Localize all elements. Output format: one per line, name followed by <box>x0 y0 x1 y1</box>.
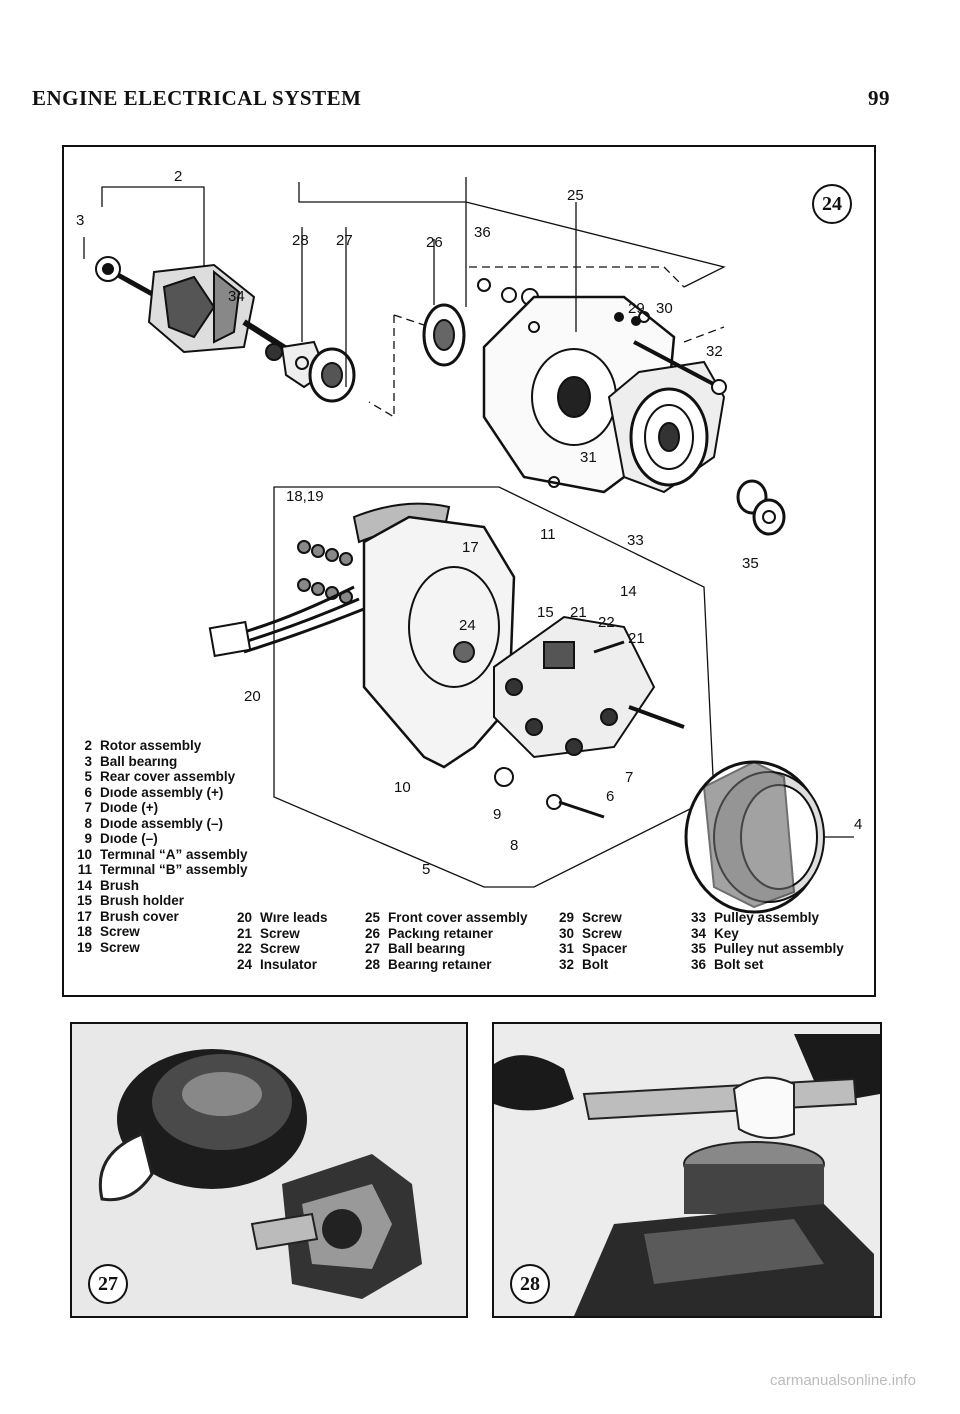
exploded-diagram-figure: 24 2 3 28 27 26 36 25 34 29 30 32 31 18,… <box>62 145 876 997</box>
callout-label: 3 <box>76 212 85 229</box>
photo-rotor-removal: 27 <box>70 1022 468 1318</box>
page-number: 99 <box>868 86 890 110</box>
callout-label: 2 <box>174 168 183 185</box>
alternator-exploded-view <box>83 177 854 914</box>
callout-label: 22 <box>598 614 615 631</box>
callout-label: 31 <box>580 449 597 466</box>
callout-label: 36 <box>474 224 491 241</box>
figure-number-badge: 24 <box>812 184 852 224</box>
callout-label: 14 <box>620 583 637 600</box>
photo-pulley-removal: 28 <box>492 1022 882 1318</box>
callout-label: 32 <box>706 343 723 360</box>
stator-drawing <box>684 760 825 914</box>
callout-label: 6 <box>606 788 615 805</box>
section-title: ENGINE ELECTRICAL SYSTEM <box>32 86 362 110</box>
callout-label: 28 <box>292 232 309 249</box>
photo-number-badge: 28 <box>510 1264 550 1304</box>
callout-label: 4 <box>854 816 863 833</box>
rotor-assembly-drawing <box>95 256 301 361</box>
callout-label: 21 <box>628 630 645 647</box>
callout-label: 29 <box>628 300 645 317</box>
callout-label: 25 <box>567 187 584 204</box>
callout-label: 10 <box>394 779 411 796</box>
callout-label: 24 <box>459 617 476 634</box>
callout-label: 21 <box>570 604 587 621</box>
callout-label: 17 <box>462 539 479 556</box>
callout-label: 35 <box>742 555 759 572</box>
rotor-removal-illustration <box>72 1024 466 1316</box>
callout-label: 18,19 <box>286 488 324 505</box>
callout-label: 11 <box>540 526 556 543</box>
callout-label: 7 <box>625 769 634 786</box>
pulley-removal-illustration <box>494 1024 880 1316</box>
watermark-text: carmanualsonline.info <box>770 1372 916 1389</box>
callout-label: 9 <box>493 806 502 823</box>
callout-label: 8 <box>510 837 519 854</box>
callout-label: 27 <box>336 232 353 249</box>
callout-label: 34 <box>228 288 245 305</box>
callout-label: 15 <box>537 604 554 621</box>
callout-label: 33 <box>627 532 644 549</box>
callout-label: 30 <box>656 300 673 317</box>
callout-label: 26 <box>426 234 443 251</box>
callout-label: 20 <box>244 688 261 705</box>
callout-label: 5 <box>422 861 431 878</box>
photo-number-badge: 27 <box>88 1264 128 1304</box>
